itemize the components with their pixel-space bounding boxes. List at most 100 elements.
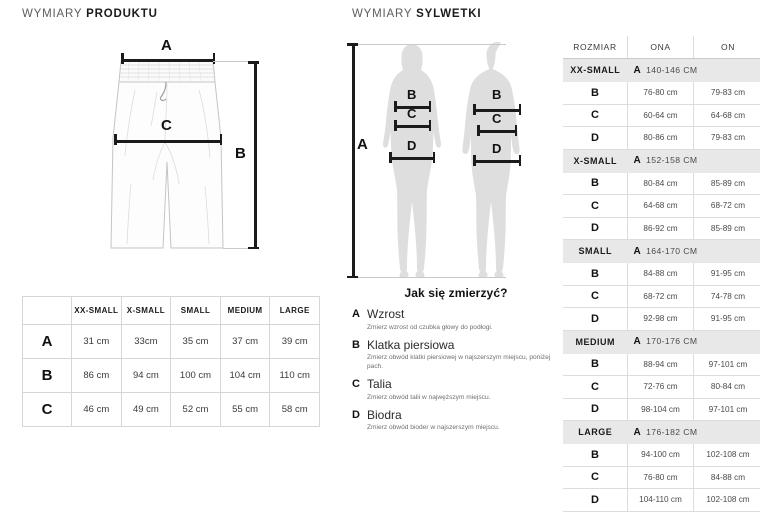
female-dim-d-label: D xyxy=(407,139,416,152)
size-row-label-small-b: B xyxy=(563,263,628,286)
size-table-header-size: ROZMIAR xyxy=(563,36,628,59)
product-col-medium: MEDIUM xyxy=(220,297,270,325)
male-dim-d-tick-right xyxy=(519,155,522,166)
dim-c-tick-right xyxy=(220,134,223,145)
male-dim-d-label: D xyxy=(492,142,501,155)
male-dim-c-tick-left xyxy=(477,125,480,136)
size-cell-large-d-him: 102-108 cm xyxy=(694,489,760,512)
dim-c-tick-left xyxy=(114,134,117,145)
size-group-height-letter-large: A xyxy=(634,427,642,438)
dim-a-tick-right xyxy=(213,53,216,64)
size-table-header-him: ON xyxy=(694,36,760,59)
table-row: B 88-94 cm 97-101 cm xyxy=(563,353,760,376)
size-group-name-x-small: X-SMALL xyxy=(563,149,628,172)
table-row: D 104-110 cm 102-108 cm xyxy=(563,489,760,512)
size-row-label-medium-c: C xyxy=(563,376,628,399)
size-row-label-x-small-b: B xyxy=(563,172,628,195)
size-group-height-value-medium: 170-176 CM xyxy=(646,336,697,346)
size-chart-page: WYMIARY PRODUKTU xyxy=(0,0,760,456)
pants-diagram: A C B xyxy=(95,34,265,284)
size-row-label-xx-small-c: C xyxy=(563,104,628,127)
size-row-label-large-b: B xyxy=(563,444,628,467)
measure-letter-a: A xyxy=(352,307,367,321)
size-cell-medium-d-her: 98-104 cm xyxy=(628,398,694,421)
measure-item-d: D Biodra Zmierz obwód bioder w najszersz… xyxy=(352,408,560,433)
measure-item-b: B Klatka piersiowa Zmierz obwód klatki p… xyxy=(352,338,560,372)
product-col-small: SMALL xyxy=(171,297,221,325)
dim-b-bar xyxy=(254,62,257,249)
table-row: A 31 cm 33cm 35 cm 37 cm 39 cm xyxy=(23,325,320,359)
female-dim-d-tick-right xyxy=(433,152,436,163)
measure-letter-b: B xyxy=(352,338,367,352)
size-row-label-medium-b: B xyxy=(563,353,628,376)
dim-b-label: B xyxy=(235,146,246,161)
measure-name-a: Wzrost xyxy=(367,307,560,321)
male-dim-b-label: B xyxy=(492,88,501,101)
size-cell-x-small-b-her: 80-84 cm xyxy=(628,172,694,195)
product-title-light: WYMIARY xyxy=(22,8,82,20)
measure-desc-a: Zmierz wzrost od czubka głowy do podłogi… xyxy=(367,323,560,332)
product-cell-a-xx-small: 31 cm xyxy=(72,325,122,359)
size-group-height-medium: A 170-176 CM xyxy=(628,330,760,353)
size-cell-large-c-him: 84-88 cm xyxy=(694,466,760,489)
female-dim-c-tick-right xyxy=(429,120,432,131)
size-cell-x-small-c-her: 64-68 cm xyxy=(628,195,694,218)
measure-name-c: Talia xyxy=(367,377,560,391)
size-group-height-value-x-small: 152-158 CM xyxy=(646,155,697,165)
product-cell-b-large: 110 cm xyxy=(270,359,320,393)
table-row: B 76-80 cm 79-83 cm xyxy=(563,82,760,105)
size-cell-medium-d-him: 97-101 cm xyxy=(694,398,760,421)
dim-a-bar xyxy=(121,59,215,62)
product-section-title: WYMIARY PRODUKTU xyxy=(22,8,158,20)
size-group-name-xx-small: XX-SMALL xyxy=(563,59,628,82)
table-row: D 80-86 cm 79-83 cm xyxy=(563,127,760,150)
product-table-corner xyxy=(23,297,72,325)
male-dim-d-bar xyxy=(473,160,521,163)
size-row-label-small-c: C xyxy=(563,285,628,308)
dim-a-label: A xyxy=(161,38,172,53)
male-dim-d-tick-left xyxy=(473,155,476,166)
size-cell-small-d-her: 92-98 cm xyxy=(628,308,694,331)
size-cell-large-c-her: 76-80 cm xyxy=(628,466,694,489)
female-dim-d-tick-left xyxy=(389,152,392,163)
size-cell-small-d-him: 91-95 cm xyxy=(694,308,760,331)
size-group-height-letter-medium: A xyxy=(634,336,642,347)
size-row-label-small-d: D xyxy=(563,308,628,331)
measure-name-b: Klatka piersiowa xyxy=(367,338,560,352)
size-table-header-row: ROZMIAR ONA ON xyxy=(563,36,760,59)
product-cell-b-x-small: 94 cm xyxy=(121,359,171,393)
size-cell-xx-small-d-him: 79-83 cm xyxy=(694,127,760,150)
female-dim-c-tick-left xyxy=(394,120,397,131)
size-cell-large-d-her: 104-110 cm xyxy=(628,489,694,512)
female-dim-b-tick-left xyxy=(394,101,397,112)
size-row-label-xx-small-d: D xyxy=(563,127,628,150)
measure-desc-b: Zmierz obwód klatki piersiowej w najszer… xyxy=(367,353,560,371)
dim-c-label: C xyxy=(161,118,172,133)
table-row: D 92-98 cm 91-95 cm xyxy=(563,308,760,331)
size-group-height-letter-xx-small: A xyxy=(634,65,642,76)
male-dim-c-label: C xyxy=(492,112,501,125)
product-cell-a-small: 35 cm xyxy=(171,325,221,359)
product-cell-b-small: 100 cm xyxy=(171,359,221,393)
male-dim-c-bar xyxy=(477,130,517,133)
how-to-measure-section: Jak się zmierzyć? A Wzrost Zmierz wzrost… xyxy=(352,286,560,438)
size-group-name-small: SMALL xyxy=(563,240,628,263)
product-col-large: LARGE xyxy=(270,297,320,325)
female-dim-b-label: B xyxy=(407,88,416,101)
table-row: C 60-64 cm 64-68 cm xyxy=(563,104,760,127)
body-dim-a-tick-bottom xyxy=(347,276,358,279)
product-cell-c-small: 52 cm xyxy=(171,393,221,427)
female-dim-d-bar xyxy=(389,157,435,160)
product-col-xx-small: XX-SMALL xyxy=(72,297,122,325)
product-cell-c-x-small: 49 cm xyxy=(121,393,171,427)
dim-a-guide-top xyxy=(350,44,506,45)
size-cell-xx-small-b-her: 76-80 cm xyxy=(628,82,694,105)
body-title-bold: SYLWETKI xyxy=(416,8,481,20)
product-cell-b-xx-small: 86 cm xyxy=(72,359,122,393)
